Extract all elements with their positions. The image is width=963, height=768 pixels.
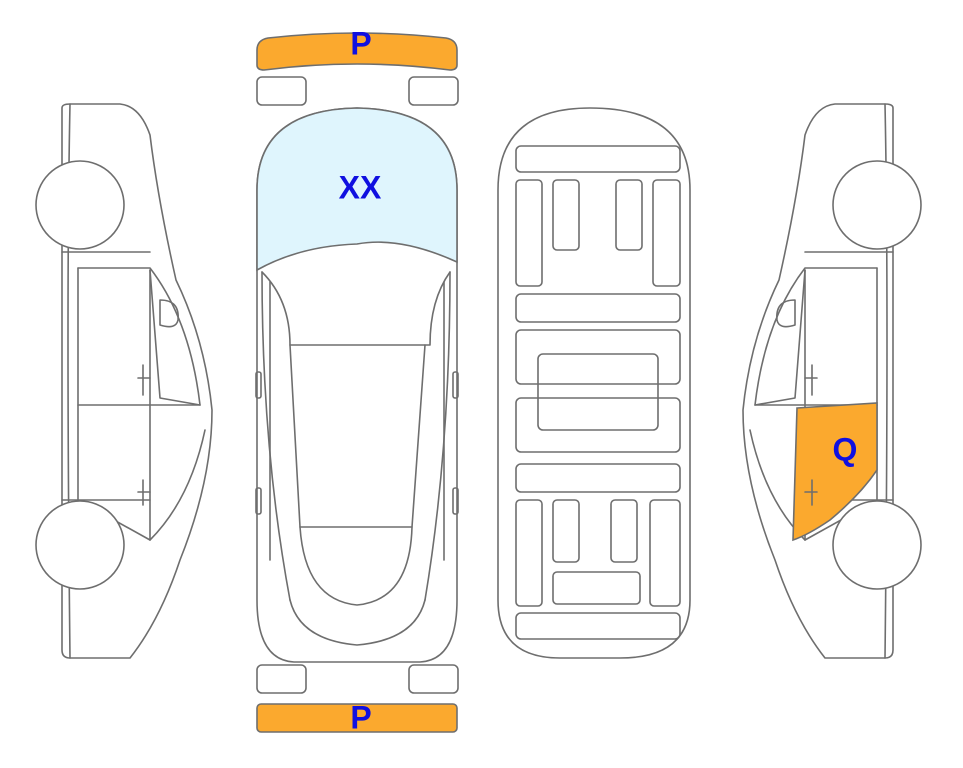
- right-rear-door-panel-damaged: [792, 402, 878, 542]
- right-rear-door-label: Q: [833, 431, 858, 467]
- front-bumper-label: P: [350, 25, 371, 61]
- right-side-view: Q: [742, 103, 922, 659]
- right-front-wheel: [832, 160, 922, 250]
- front-bumper-damaged: [256, 32, 458, 71]
- right-rear-wheel: [832, 500, 922, 590]
- left-side-view: [35, 103, 213, 659]
- front-right-light: [408, 76, 459, 106]
- windshield-glass-damaged: [256, 107, 458, 272]
- front-left-light: [256, 76, 307, 106]
- left-front-wheel: [35, 160, 125, 250]
- rear-right-light: [408, 664, 459, 694]
- underbody-view: [497, 107, 691, 659]
- windshield-label: XX: [339, 169, 382, 205]
- rear-left-light: [256, 664, 307, 694]
- rear-bumper-label: P: [350, 699, 371, 735]
- rear-bumper-damaged: [256, 703, 458, 733]
- top-view: P XX P: [255, 25, 459, 735]
- underbody-outline: [497, 107, 691, 659]
- left-rear-wheel: [35, 500, 125, 590]
